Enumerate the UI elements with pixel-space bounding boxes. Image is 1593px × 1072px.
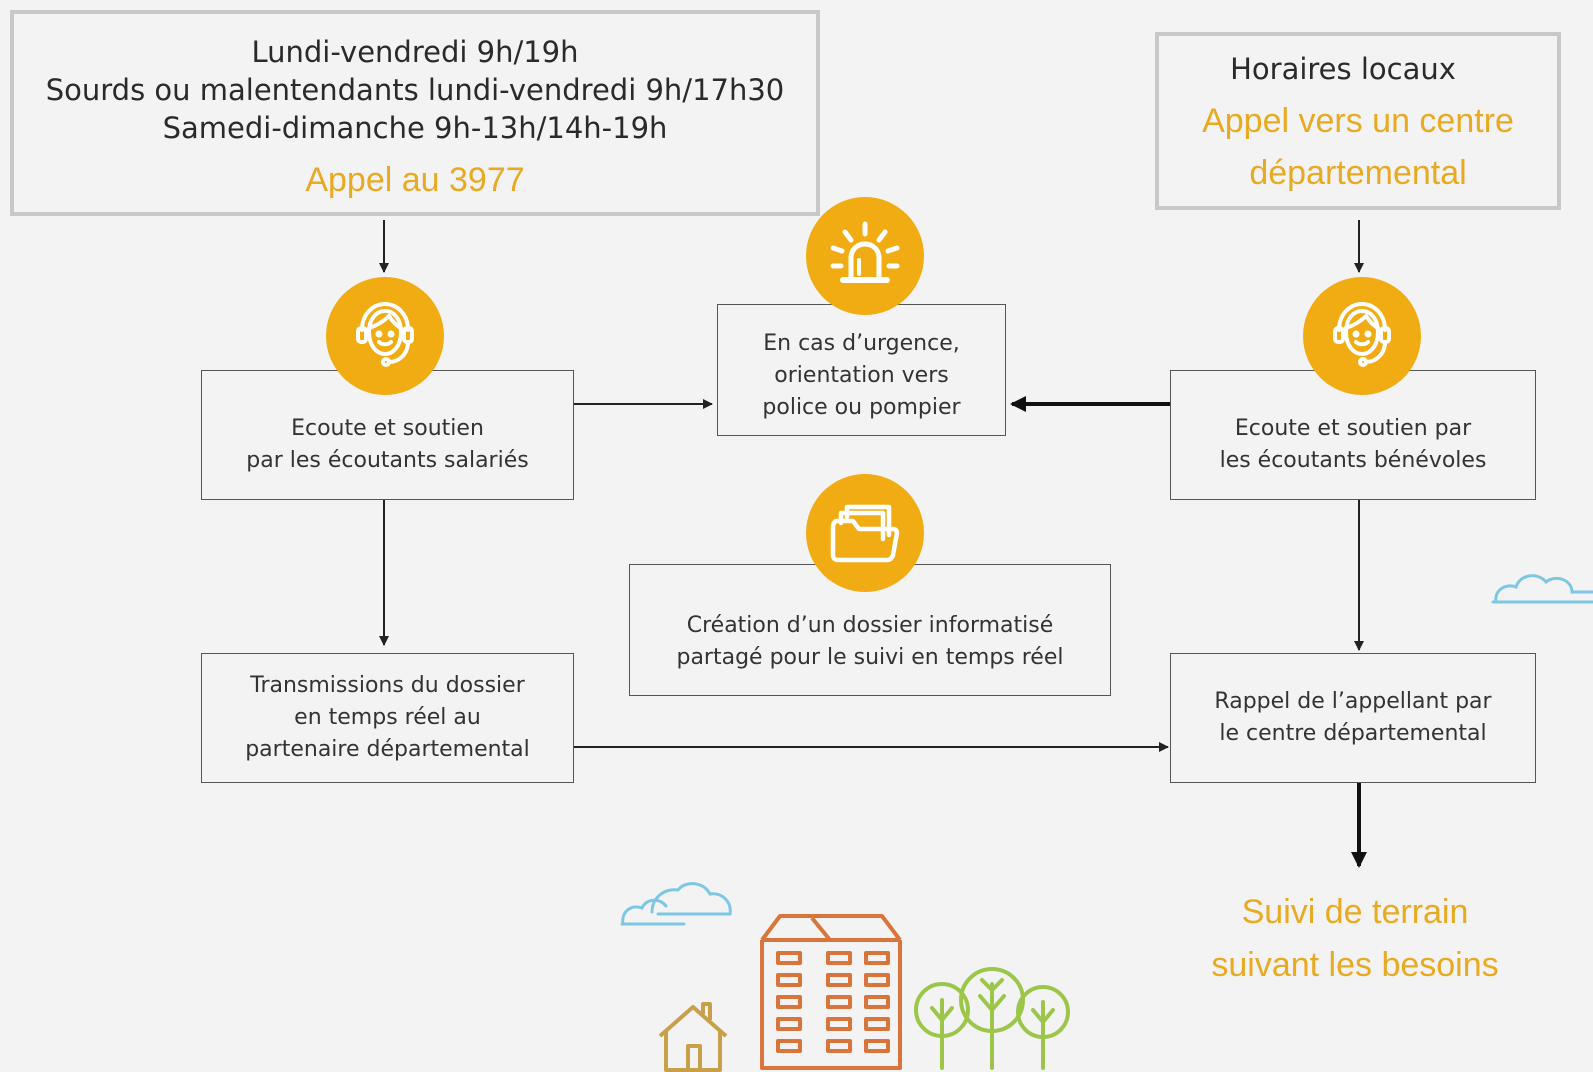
- step-text: En cas d’urgence,: [763, 331, 960, 356]
- cloud-icon: [620, 882, 732, 926]
- step-text: orientation vers: [774, 363, 949, 388]
- local-call-label: Appel vers un centre: [1202, 102, 1514, 140]
- step-text: Transmissions du dossier: [250, 673, 525, 698]
- step-text: Création d’un dossier informatisé: [686, 613, 1054, 638]
- outcome-line: suivant les besoins: [1211, 946, 1499, 984]
- national-hours-line: Samedi-dimanche 9h-13h/14h-19h: [162, 111, 668, 145]
- alarm-siren-icon: [806, 197, 924, 315]
- volunteer-listening-box: Ecoute et soutien par les écoutants béné…: [1170, 370, 1536, 500]
- local-hours-label: Horaires locaux: [1230, 52, 1456, 86]
- transmission-box: Transmissions du dossier en temps réel a…: [201, 653, 574, 783]
- field-followup-label: Suivi de terrain suivant les besoins: [1180, 886, 1530, 992]
- outcome-line: Suivi de terrain: [1241, 893, 1469, 931]
- step-text: par les écoutants salariés: [246, 448, 529, 473]
- callback-box: Rappel de l’appellant par le centre dépa…: [1170, 653, 1536, 783]
- cloud-icon: [1491, 574, 1593, 604]
- step-text: Ecoute et soutien par: [1234, 416, 1472, 441]
- national-hours-line: Sourds ou malentendants lundi-vendredi 9…: [45, 73, 785, 107]
- building-icon: [760, 914, 902, 1070]
- step-text: en temps réel au: [294, 705, 481, 730]
- headset-operator-icon: [326, 277, 444, 395]
- step-text: les écoutants bénévoles: [1219, 448, 1487, 473]
- step-text: Rappel de l’appellant par: [1214, 689, 1492, 714]
- national-call-label: Appel au 3977: [305, 161, 525, 199]
- national-hours-box: Lundi-vendredi 9h/19h Sourds ou malenten…: [10, 10, 820, 216]
- house-icon: [658, 1002, 728, 1072]
- step-text: partagé pour le suivi en temps réel: [676, 645, 1064, 670]
- step-text: police ou pompier: [762, 395, 961, 420]
- national-hours-line: Lundi-vendredi 9h/19h: [251, 35, 579, 69]
- trees-icon: [914, 967, 1070, 1070]
- step-text: partenaire départemental: [245, 737, 530, 762]
- local-hours-box: Horaires locaux Appel vers un centre dép…: [1155, 32, 1561, 210]
- step-text: le centre départemental: [1219, 721, 1487, 746]
- emergency-box: En cas d’urgence, orientation vers polic…: [717, 304, 1006, 436]
- folder-icon: [806, 474, 924, 592]
- headset-operator-icon: [1303, 277, 1421, 395]
- local-call-label: départemental: [1249, 154, 1467, 192]
- step-text: Ecoute et soutien: [291, 416, 484, 441]
